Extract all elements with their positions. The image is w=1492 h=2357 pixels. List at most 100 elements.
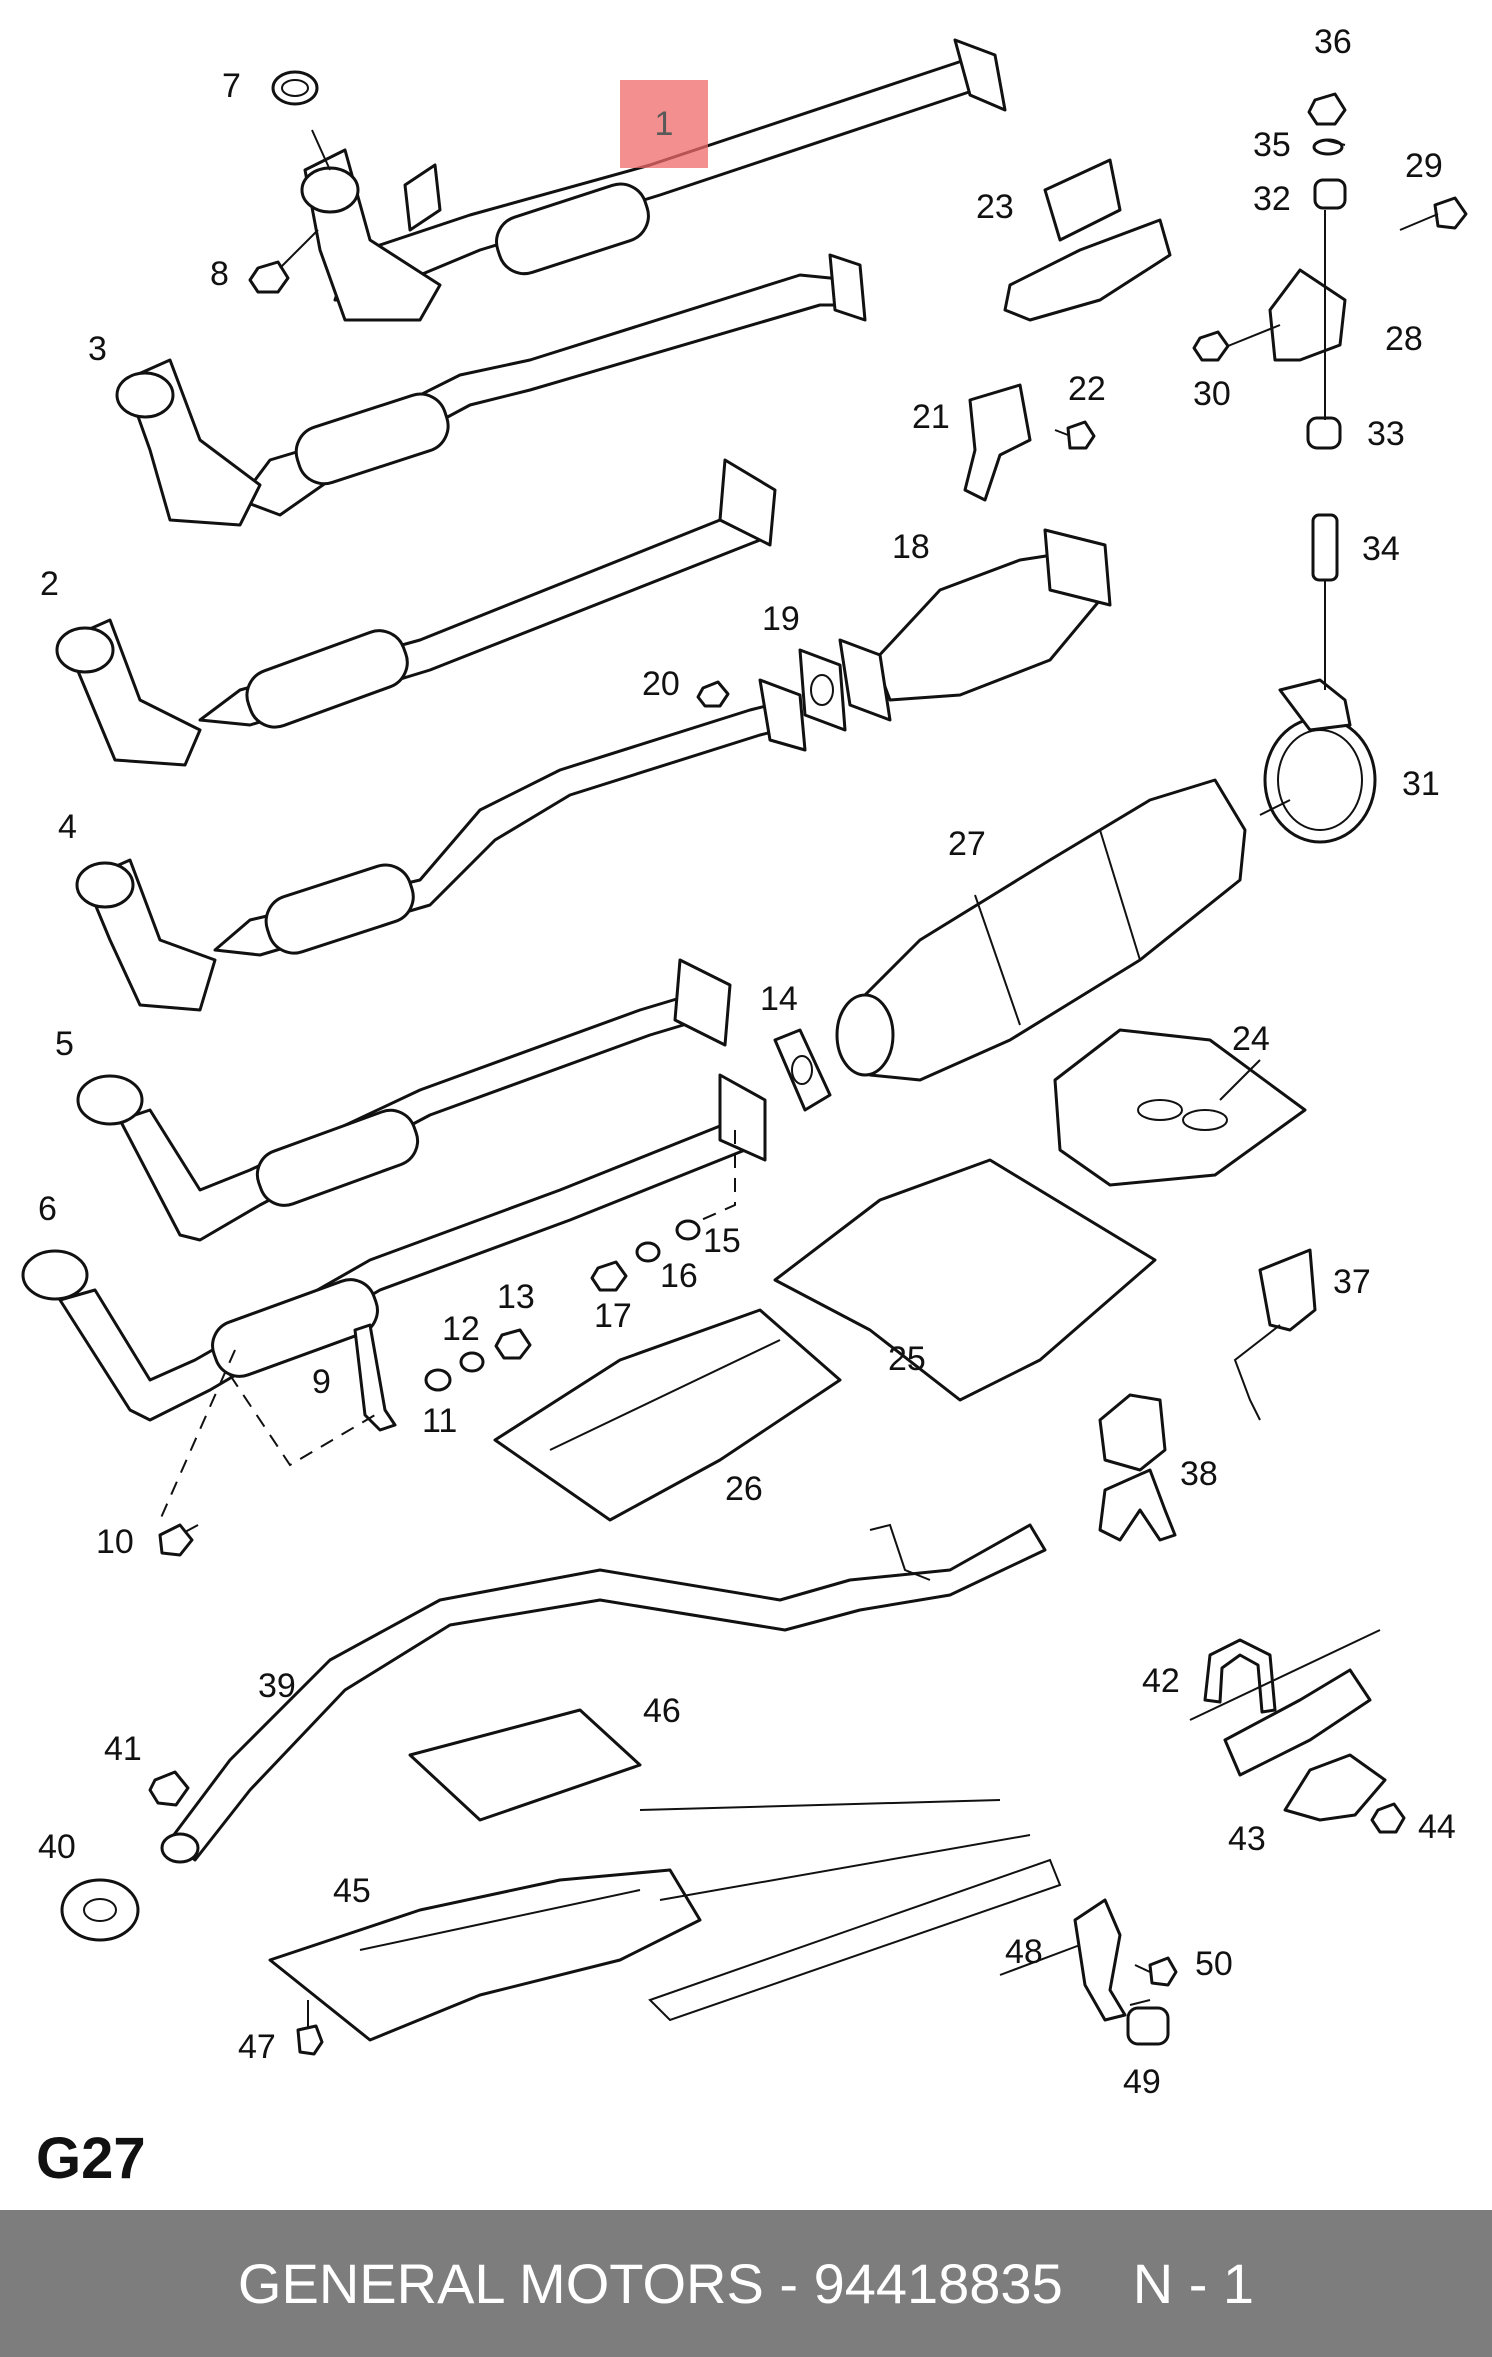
nut-8[interactable] [248, 260, 290, 294]
callout-38: 38 [1180, 1455, 1218, 1493]
callout-47: 47 [238, 2028, 276, 2066]
heat-shield-45[interactable] [268, 1868, 702, 2042]
bracket-48[interactable] [1073, 1898, 1127, 2022]
bolt-22[interactable] [1054, 420, 1096, 450]
washer-35[interactable] [1312, 138, 1344, 156]
muffler-27[interactable] [835, 778, 1247, 1082]
callout-17: 17 [594, 1297, 632, 1335]
callout-5: 5 [55, 1025, 74, 1063]
callout-10: 10 [96, 1523, 134, 1561]
callout-50: 50 [1195, 1945, 1233, 1983]
callout-8: 8 [210, 255, 229, 293]
sleeve-34[interactable] [1311, 513, 1339, 582]
callout-39: 39 [258, 1667, 296, 1705]
callout-26: 26 [725, 1470, 763, 1508]
bolt-47[interactable] [296, 2000, 324, 2056]
heat-shield-23[interactable] [1003, 158, 1172, 322]
callout-34: 34 [1362, 530, 1400, 568]
heat-shield-24[interactable] [1053, 1028, 1307, 1187]
nut-41[interactable] [148, 1770, 190, 1807]
callout-49: 49 [1123, 2063, 1161, 2101]
rubber-mount-32[interactable] [1313, 178, 1347, 210]
callout-25: 25 [888, 1340, 926, 1378]
bracket-9[interactable] [353, 1323, 397, 1432]
nut-30[interactable] [1192, 330, 1230, 362]
callout-29: 29 [1405, 147, 1443, 185]
callout-46: 46 [643, 1692, 681, 1730]
callout-44: 44 [1418, 1808, 1456, 1846]
front-pipe-assembly-1[interactable] [300, 38, 1007, 322]
callout-37: 37 [1333, 1263, 1371, 1301]
callout-13: 13 [497, 1278, 535, 1316]
front-pipe-4[interactable] [75, 678, 807, 1012]
clamp-31[interactable] [1263, 678, 1377, 844]
washer-16[interactable] [635, 1241, 661, 1263]
callout-28: 28 [1385, 320, 1423, 358]
clamp-saddle-43[interactable] [1283, 1753, 1387, 1822]
callout-21: 21 [912, 398, 950, 436]
callout-3: 3 [88, 330, 107, 368]
callout-42: 42 [1142, 1662, 1180, 1700]
gasket-ring-7[interactable] [271, 70, 319, 106]
callout-7: 7 [222, 67, 241, 105]
callout-11: 11 [422, 1402, 457, 1440]
callout-40: 40 [38, 1828, 76, 1866]
callout-6: 6 [38, 1190, 57, 1228]
rubber-mount-33[interactable] [1306, 416, 1342, 450]
bracket-21[interactable] [963, 383, 1032, 502]
heat-shield-26[interactable] [493, 1308, 842, 1522]
u-bolt-42[interactable] [1203, 1638, 1277, 1714]
callout-14: 14 [760, 980, 798, 1018]
hanger-38[interactable] [1098, 1393, 1177, 1542]
bolt-50[interactable] [1134, 1956, 1178, 1987]
bolt-10[interactable] [158, 1523, 199, 1557]
front-pipe-3[interactable] [115, 253, 867, 527]
callout-2: 2 [40, 565, 59, 603]
footer-brand-part-number: GENERAL MOTORS - 94418835 [237, 2252, 1063, 2315]
pipe-section-42[interactable] [1189, 1629, 1381, 1777]
callout-22: 22 [1068, 370, 1106, 408]
callout-24: 24 [1232, 1020, 1270, 1058]
callout-16: 16 [660, 1257, 698, 1295]
washer-11[interactable] [424, 1368, 452, 1392]
callout-12: 12 [442, 1310, 480, 1348]
exhaust-system-diagram: 2 3 4 5 6 7 8 9 10 11 12 13 14 15 16 17 … [21, 23, 1468, 2101]
gasket-19[interactable] [798, 648, 847, 732]
washer-15[interactable] [675, 1219, 701, 1241]
front-pipe-2[interactable] [55, 458, 777, 767]
callout-18: 18 [892, 528, 930, 566]
rubber-mount-49[interactable] [1126, 2006, 1170, 2046]
callout-32: 32 [1253, 180, 1291, 218]
callout-43: 43 [1228, 1820, 1266, 1858]
callout-33: 33 [1367, 415, 1405, 453]
footer-quantity: N - 1 [1132, 2252, 1255, 2315]
callout-48: 48 [1005, 1933, 1043, 1971]
bracket-28[interactable] [1268, 268, 1347, 362]
nut-13[interactable] [494, 1328, 532, 1360]
callout-23: 23 [976, 188, 1014, 226]
rubber-ring-40[interactable] [60, 1878, 140, 1942]
washer-12[interactable] [459, 1351, 485, 1373]
callout-19: 19 [762, 600, 800, 638]
catalytic-converter-18[interactable] [838, 528, 1112, 722]
nut-44[interactable] [1370, 1802, 1406, 1834]
callout-31: 31 [1402, 765, 1440, 803]
callout-36: 36 [1314, 23, 1352, 61]
heat-shield-25[interactable] [773, 1158, 1157, 1402]
nut-17[interactable] [590, 1260, 628, 1292]
callout-27: 27 [948, 825, 986, 863]
bracket-37[interactable] [1233, 1248, 1317, 1421]
front-pipe-6[interactable] [21, 1073, 767, 1422]
highlighted-part-marker[interactable]: 1 [620, 80, 708, 168]
plate-46[interactable] [408, 1708, 642, 1822]
nut-20[interactable] [696, 680, 730, 708]
tail-pipe-39[interactable] [160, 1523, 1047, 1864]
gasket-14[interactable] [773, 1028, 832, 1112]
diagram-reference-code: G27 [36, 2126, 146, 2191]
callout-41: 41 [104, 1730, 142, 1768]
bolt-29[interactable] [1399, 196, 1468, 231]
callout-30: 30 [1193, 375, 1231, 413]
callout-45: 45 [333, 1872, 371, 1910]
front-pipe-5[interactable] [76, 958, 732, 1242]
nut-36[interactable] [1307, 92, 1347, 126]
